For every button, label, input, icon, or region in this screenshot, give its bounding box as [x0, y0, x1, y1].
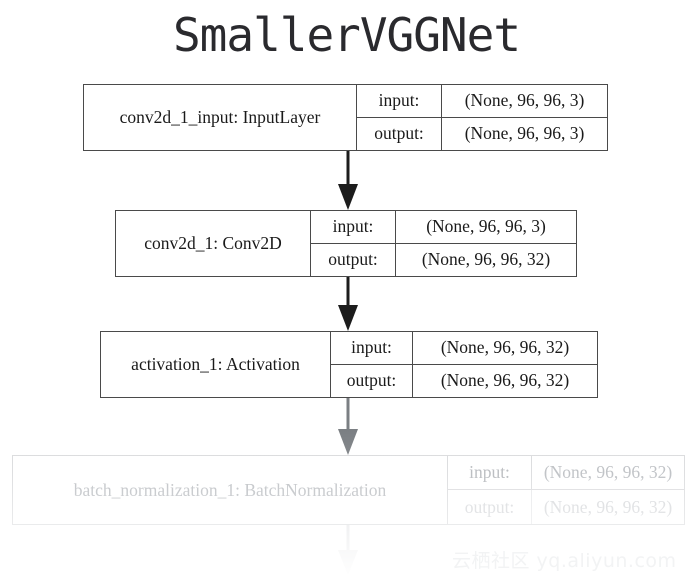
node-io-row-input: input: (None, 96, 96, 32)	[331, 332, 597, 365]
node-io-row-output: output: (None, 96, 96, 32)	[331, 364, 597, 397]
edge-batchnorm-to-next	[338, 525, 358, 575]
io-output-shape: (None, 96, 96, 32)	[543, 496, 673, 517]
node-io-row-output: output: (None, 96, 96, 32)	[448, 490, 684, 524]
node-io-table: input: (None, 96, 96, 32) output: (None,…	[330, 332, 597, 397]
io-output-label: output:	[311, 243, 396, 276]
io-input-shape: (None, 96, 96, 32)	[440, 337, 570, 358]
io-input-shape: (None, 96, 96, 3)	[426, 216, 546, 237]
io-input-label: input:	[357, 85, 442, 117]
node-activation-1[interactable]: activation_1: Activation input: (None, 9…	[100, 331, 598, 398]
io-input-label: input:	[311, 211, 396, 243]
node-conv2d-1[interactable]: conv2d_1: Conv2D input: (None, 96, 96, 3…	[115, 210, 577, 277]
io-output-shape: (None, 96, 96, 32)	[421, 249, 551, 270]
io-output-label: output:	[357, 117, 442, 150]
io-output-label: output:	[331, 364, 413, 397]
node-io-row-input: input: (None, 96, 96, 32)	[448, 456, 684, 490]
io-output-shape: (None, 96, 96, 3)	[464, 123, 585, 144]
node-batch-normalization-1[interactable]: batch_normalization_1: BatchNormalizatio…	[12, 455, 685, 525]
node-io-table: input: (None, 96, 96, 32) output: (None,…	[447, 456, 684, 524]
io-input-shape: (None, 96, 96, 32)	[543, 462, 673, 482]
io-output-label: output:	[448, 490, 532, 524]
node-io-row-input: input: (None, 96, 96, 3)	[311, 211, 576, 244]
node-io-table: input: (None, 96, 96, 3) output: (None, …	[310, 211, 576, 276]
node-name-label: conv2d_1_input: InputLayer	[119, 107, 321, 127]
io-input-label: input:	[331, 332, 413, 364]
node-io-row-output: output: (None, 96, 96, 3)	[357, 117, 607, 150]
node-name-label: batch_normalization_1: BatchNormalizatio…	[73, 479, 387, 500]
io-input-label: input:	[448, 456, 532, 489]
node-io-table: input: (None, 96, 96, 3) output: (None, …	[356, 85, 607, 150]
edge-conv2d-to-activation	[338, 277, 358, 331]
node-io-row-input: input: (None, 96, 96, 3)	[357, 85, 607, 118]
watermark-text: 云栖社区 yq.aliyun.com	[452, 550, 677, 572]
node-conv2d-1-input[interactable]: conv2d_1_input: InputLayer input: (None,…	[83, 84, 608, 151]
page-title: SmallerVGGNet	[172, 8, 521, 62]
node-name-label: activation_1: Activation	[131, 354, 300, 374]
node-name-label: conv2d_1: Conv2D	[144, 233, 282, 253]
edge-input-to-conv2d	[338, 151, 358, 210]
edge-activation-to-batchnorm	[338, 398, 358, 455]
io-output-shape: (None, 96, 96, 32)	[440, 370, 570, 391]
node-io-row-output: output: (None, 96, 96, 32)	[311, 243, 576, 276]
io-input-shape: (None, 96, 96, 3)	[464, 90, 585, 111]
